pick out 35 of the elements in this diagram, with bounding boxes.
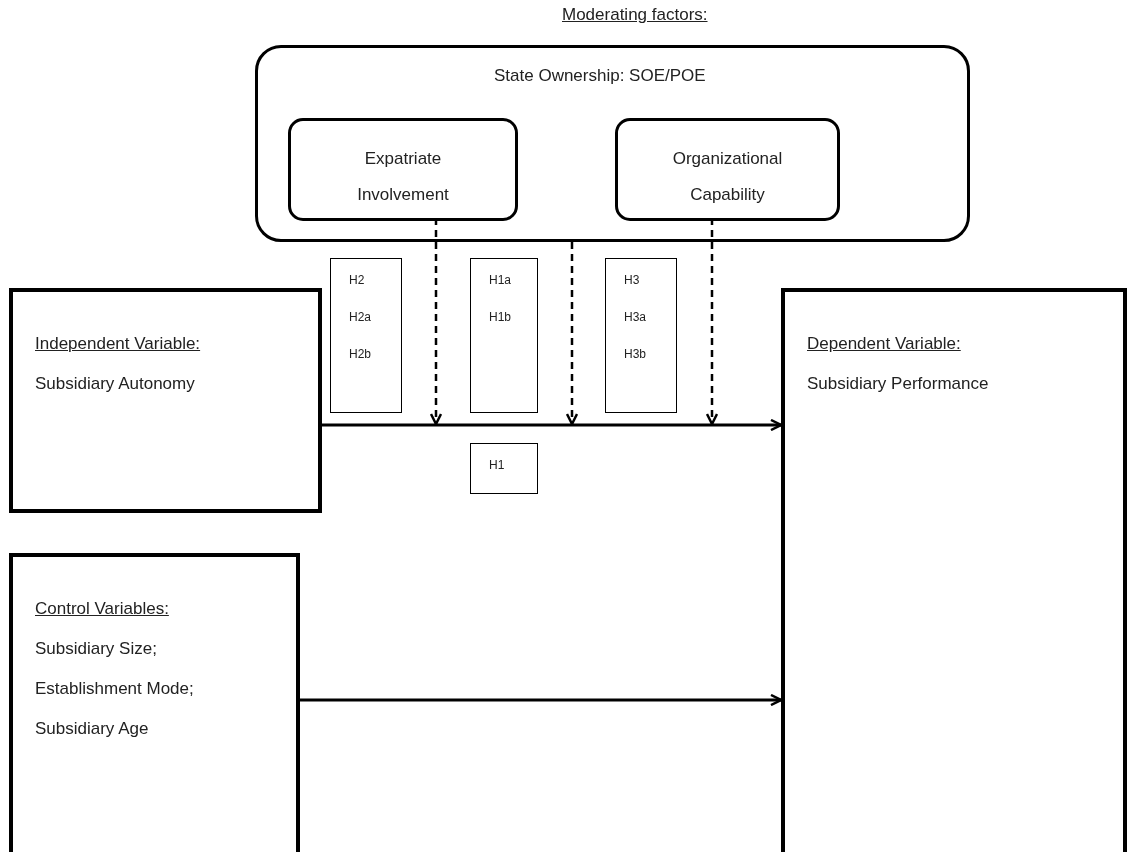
variable-box <box>9 553 300 852</box>
hypothesis-box <box>605 258 677 413</box>
arrow <box>565 242 579 426</box>
variable-label: Subsidiary Size; <box>35 639 157 659</box>
rounded-box <box>615 118 840 221</box>
hypothesis-label: H3b <box>624 347 646 361</box>
hypothesis-label: H2 <box>349 273 365 287</box>
arrow <box>300 693 783 707</box>
arrow <box>705 218 719 426</box>
hypothesis-label: H2a <box>349 310 371 324</box>
variable-label: Subsidiary Autonomy <box>35 374 195 394</box>
variable-label: Establishment Mode; <box>35 679 194 699</box>
arrow <box>322 418 783 432</box>
variable-box <box>9 288 322 513</box>
hypothesis-label: H1 <box>489 458 505 472</box>
rounded-box <box>288 118 518 221</box>
hypothesis-box <box>470 443 538 494</box>
hypothesis-label: H3a <box>624 310 646 324</box>
variable-heading: Dependent Variable: <box>807 334 961 354</box>
variable-box <box>781 288 1127 852</box>
variable-heading: Independent Variable: <box>35 334 201 354</box>
variable-label: Subsidiary Age <box>35 719 149 739</box>
hypothesis-box <box>470 258 538 413</box>
hypothesis-label: H1a <box>489 273 511 287</box>
section-heading: Moderating factors: <box>562 5 708 25</box>
hypothesis-label: H3 <box>624 273 640 287</box>
factor-label: Expatriate Involvement <box>356 148 450 206</box>
hypothesis-label: H1b <box>489 310 511 324</box>
factor-label: Organizational Capability <box>671 148 784 206</box>
hypothesis-box <box>330 258 402 413</box>
hypothesis-label: H2b <box>349 347 371 361</box>
variable-heading: Control Variables: <box>35 599 169 619</box>
group-title: State Ownership: SOE/POE <box>494 66 706 86</box>
arrow <box>429 218 443 426</box>
variable-label: Subsidiary Performance <box>807 374 989 394</box>
